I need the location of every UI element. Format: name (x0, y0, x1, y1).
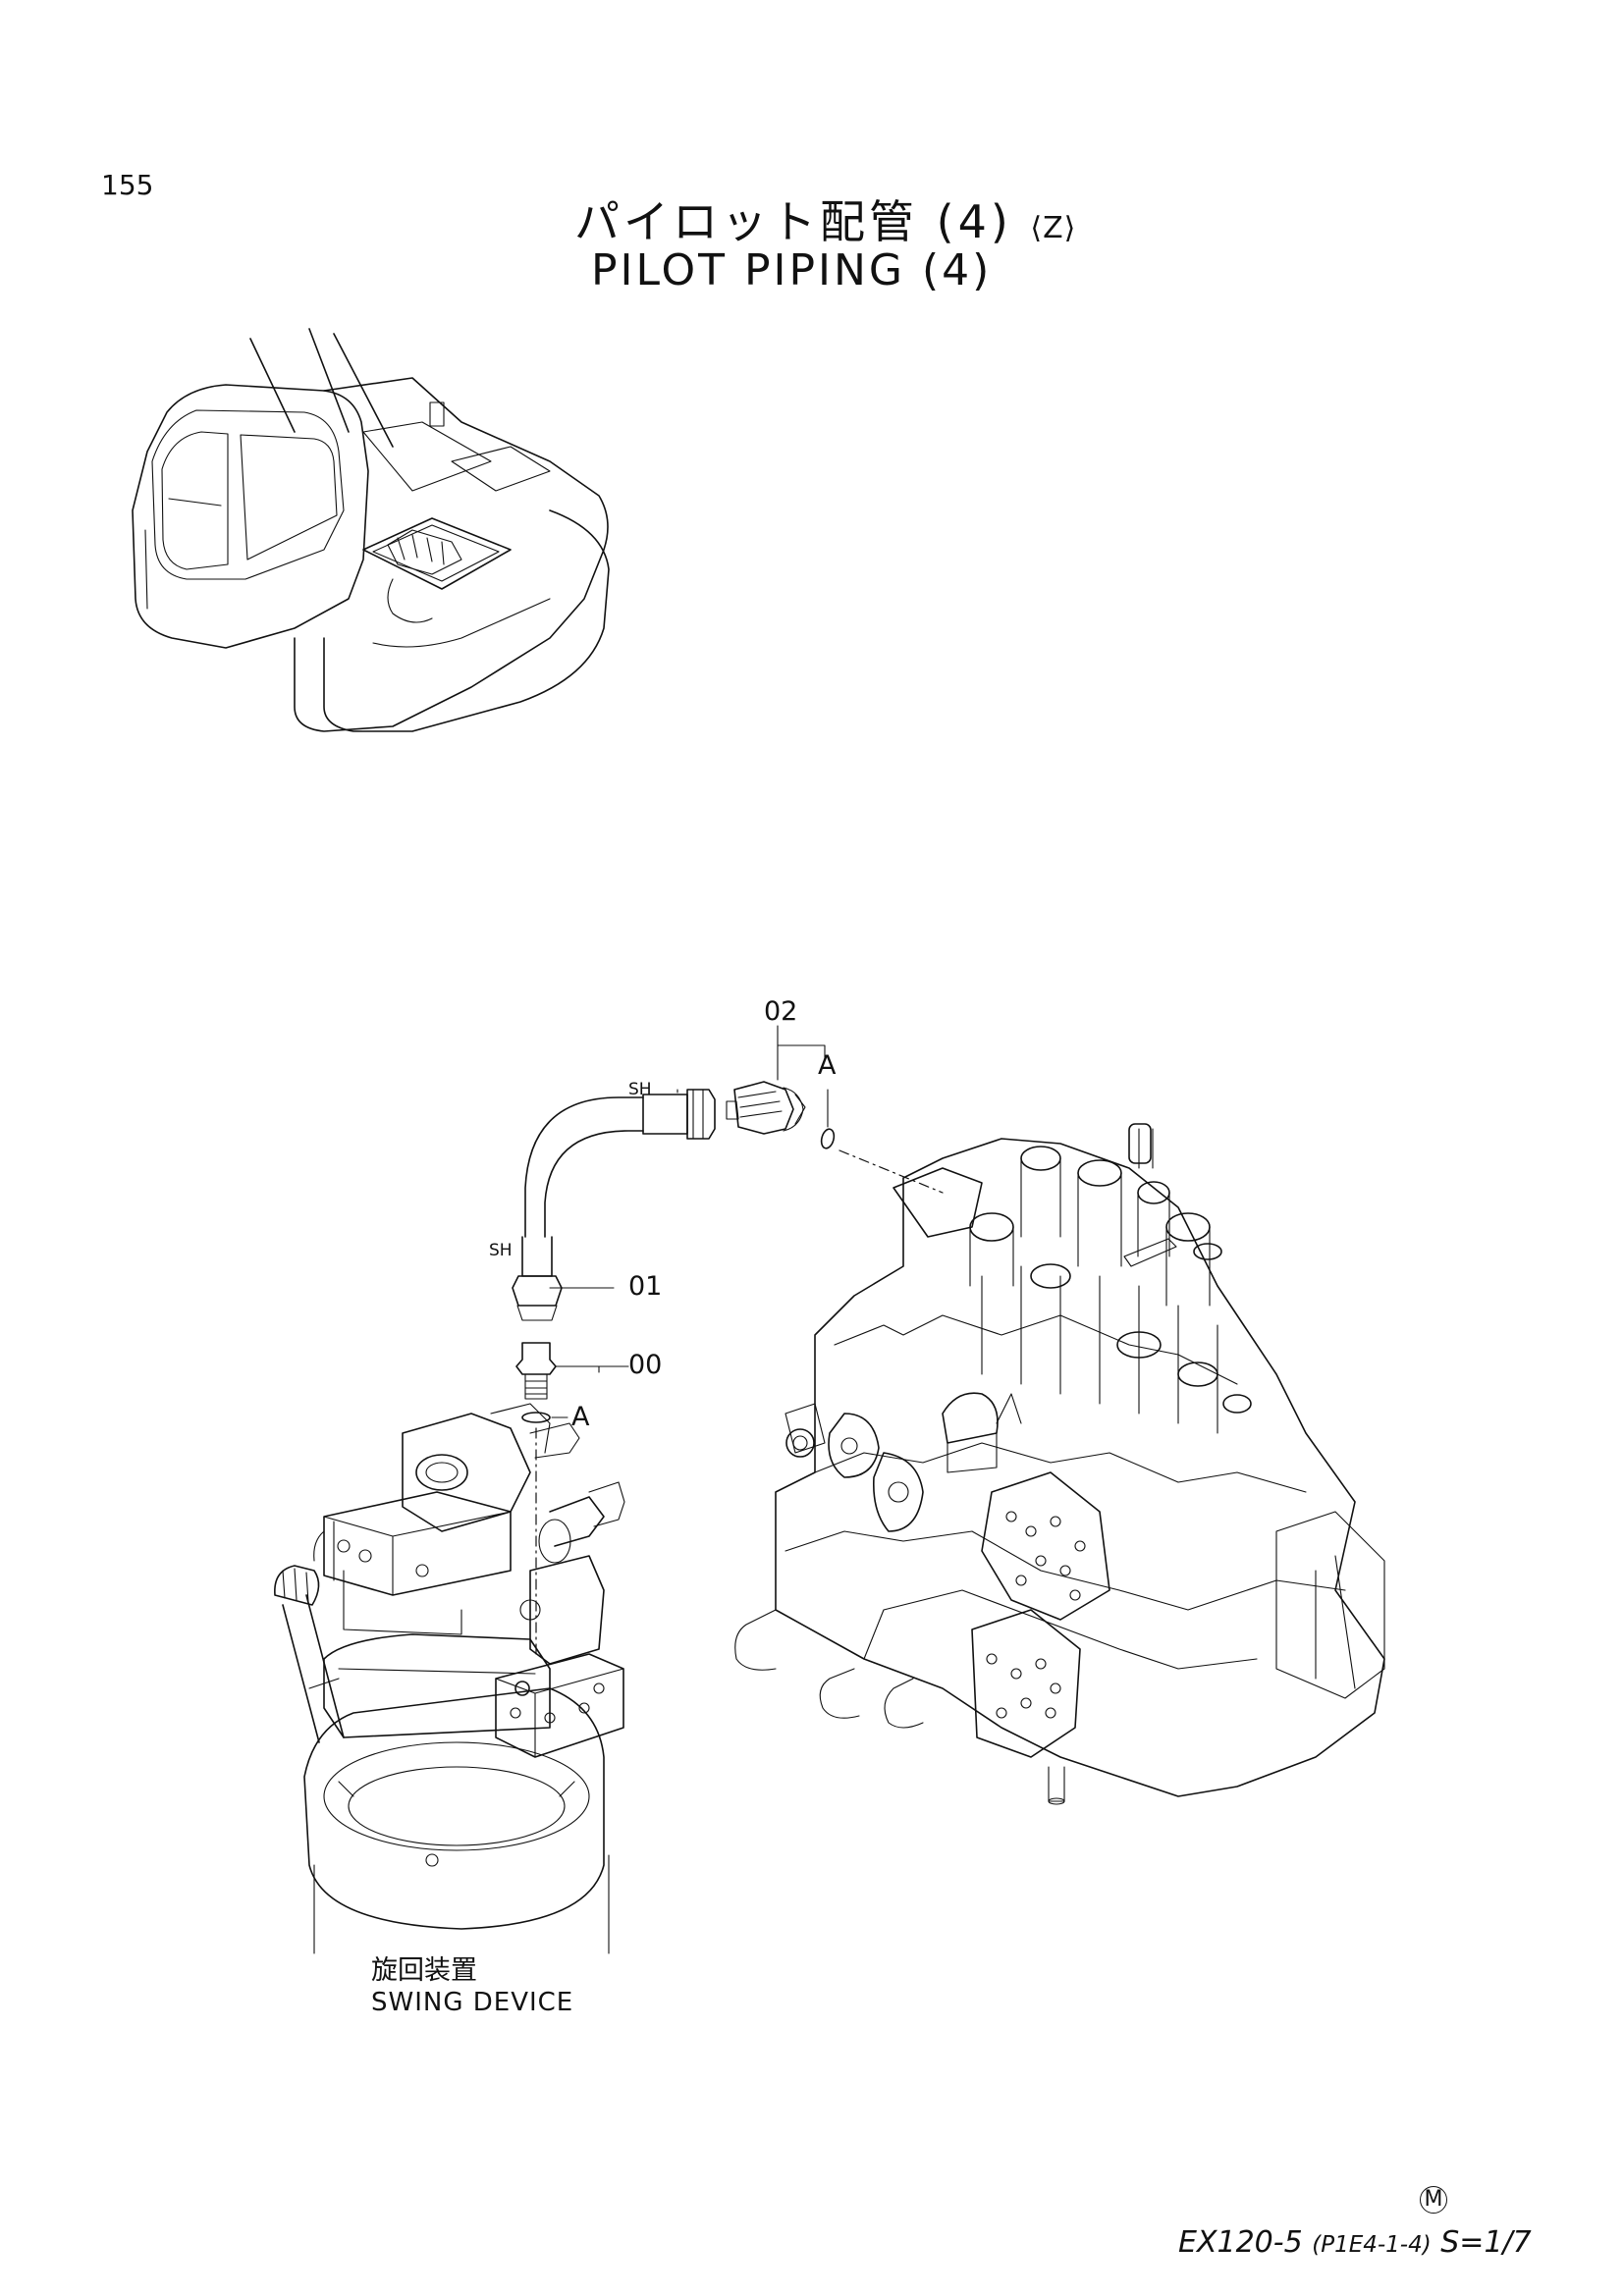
title-english: PILOT PIPING (4) (591, 245, 993, 295)
model-name: EX120-5 (1178, 2225, 1303, 2260)
swing-device-caption-jp: 旋回装置 (371, 1955, 477, 1986)
part-number-02: 02 (764, 996, 798, 1027)
page-number: 155 (101, 169, 154, 201)
model-code: (P1E4-1-4) (1312, 2232, 1432, 2258)
title-japanese-text: パイロット配管 (4) (574, 195, 1012, 248)
reference-a-top: A (818, 1050, 837, 1081)
hose-end-label-side: SH (489, 1241, 513, 1260)
model-footer: EX120-5 (P1E4-1-4) S=1/7 (1178, 2225, 1532, 2260)
part-number-00: 00 (628, 1350, 663, 1380)
title-japanese: パイロット配管 (4) ⟨Z⟩ (574, 187, 1076, 251)
title-variant-tag: ⟨Z⟩ (1030, 211, 1077, 245)
swing-device-caption-en: SWING DEVICE (371, 1988, 574, 2017)
scale-label: S=1/7 (1440, 2225, 1532, 2260)
control-valve-illustration (734, 1123, 1385, 1805)
part-number-01: 01 (628, 1271, 663, 1302)
machine-overview-illustration (132, 328, 610, 732)
hose-end-label-top: SH (628, 1080, 652, 1099)
pilot-hose-assembly (512, 1025, 944, 1660)
swing-device-illustration (274, 1403, 625, 1954)
circled-m-mark: M (1420, 2186, 1447, 2214)
reference-a-bottom: A (571, 1402, 590, 1432)
